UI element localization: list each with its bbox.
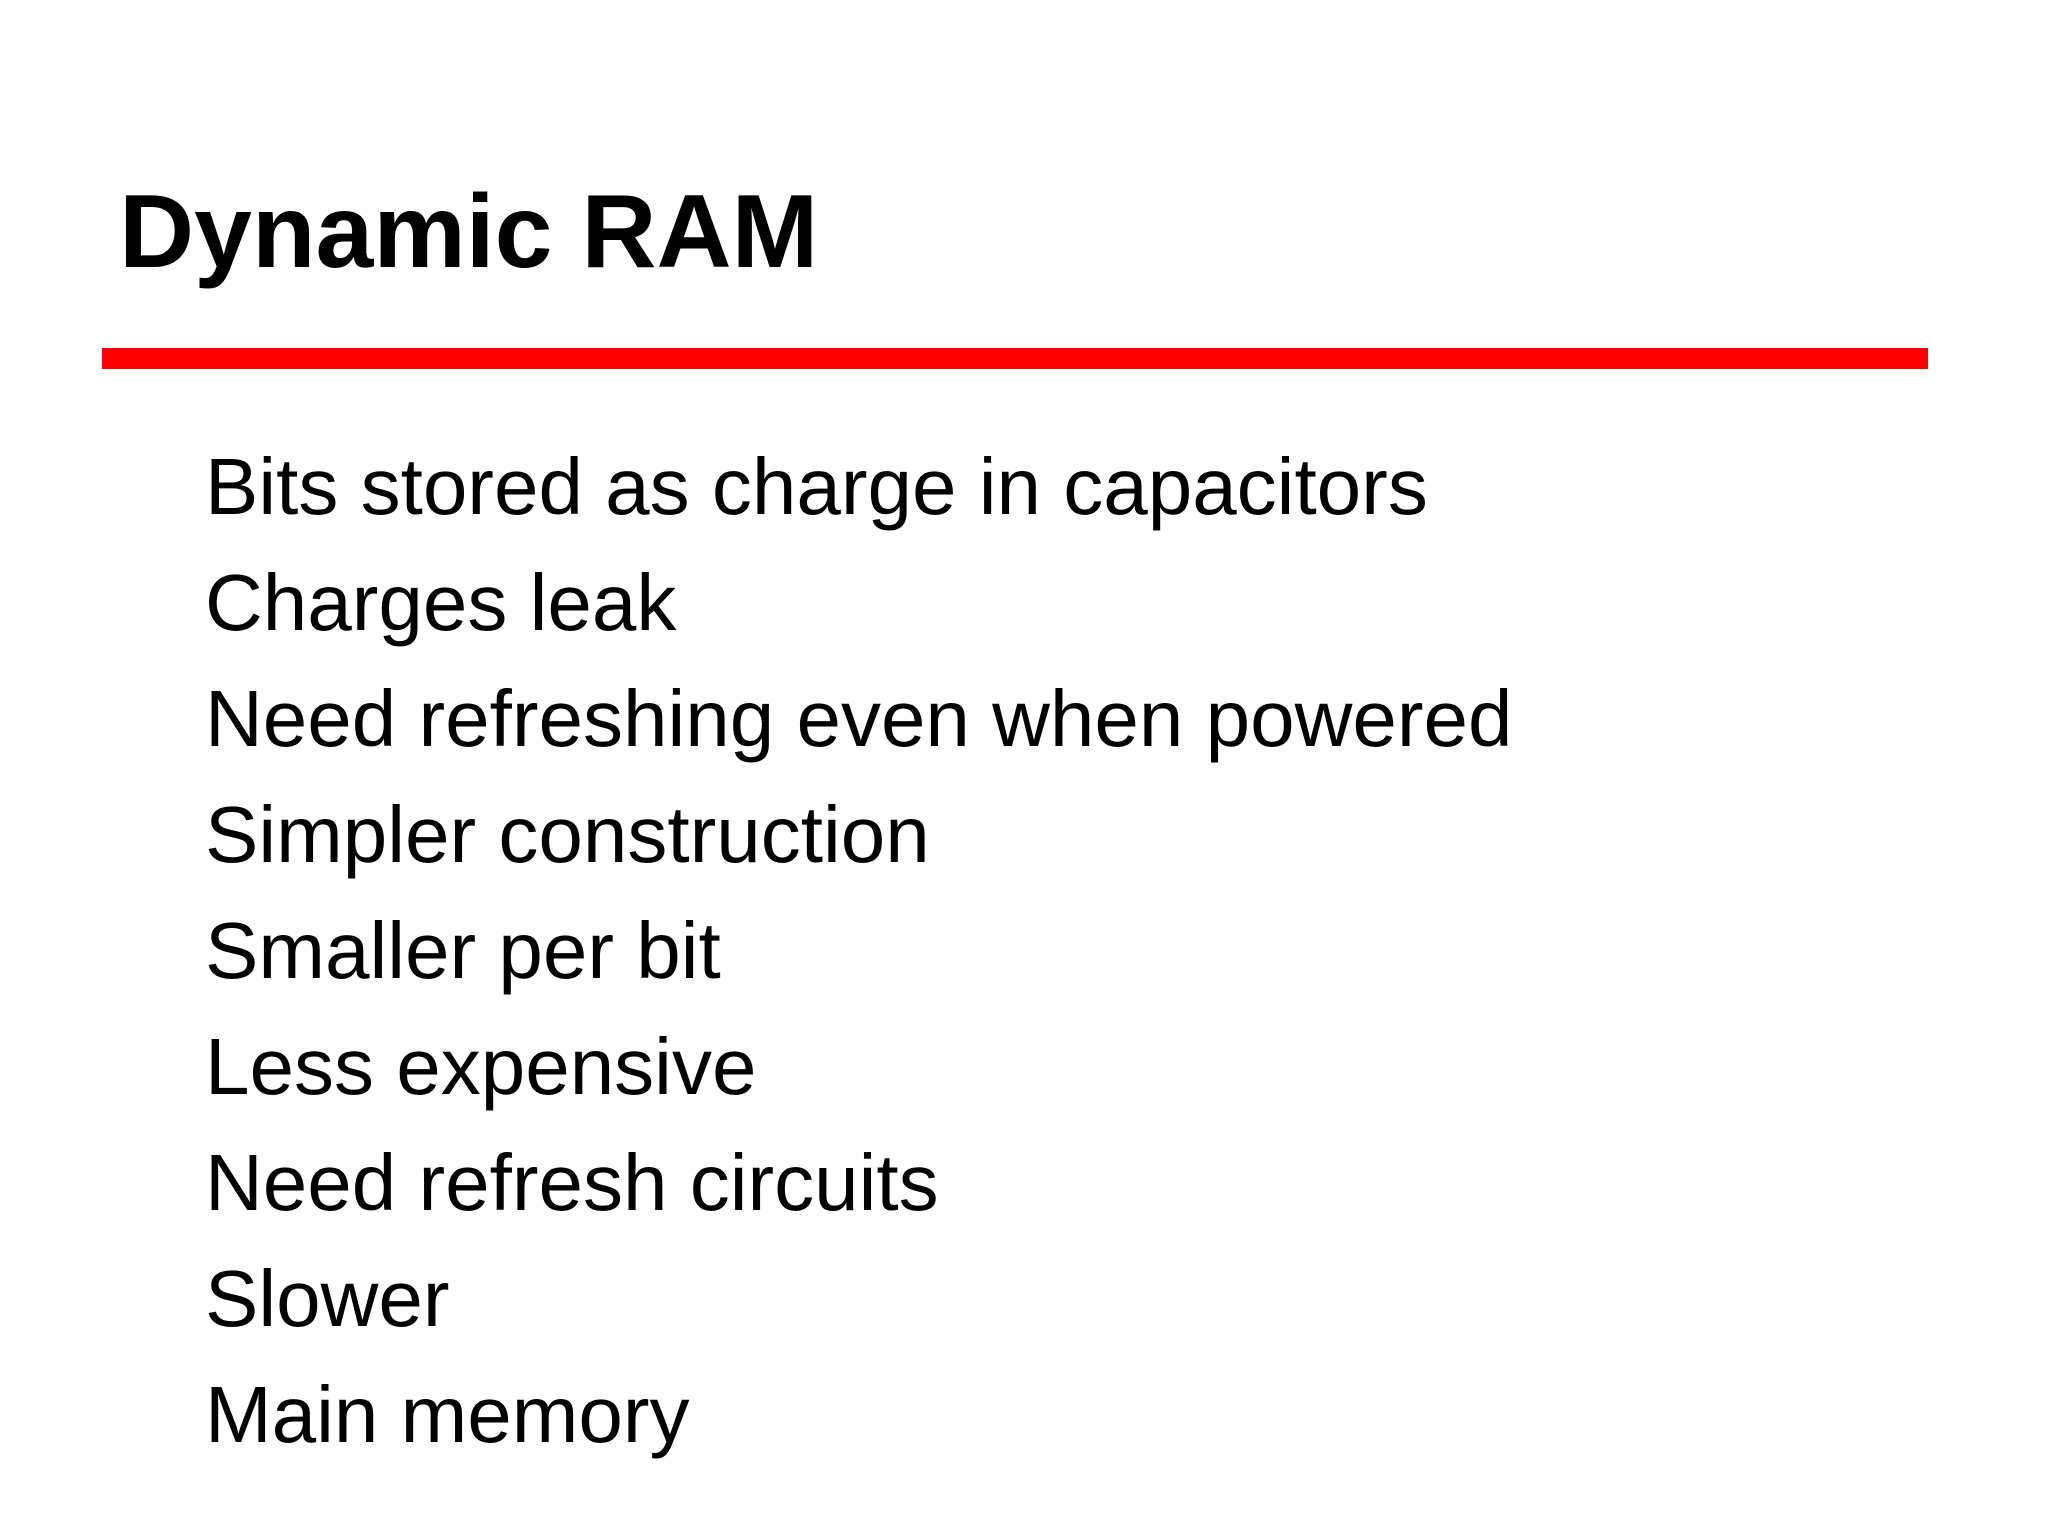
bullet-line: Less expensive bbox=[205, 1022, 757, 1111]
page-title: Dynamic RAM bbox=[119, 174, 819, 290]
title-underline-rule bbox=[102, 348, 1928, 369]
bullet-line: Need refreshing even when powered bbox=[205, 674, 1513, 763]
bullet-line: Bits stored as charge in capacitors bbox=[205, 442, 1428, 531]
bullet-line: Simpler construction bbox=[205, 790, 930, 879]
bullet-line: Charges leak bbox=[205, 558, 677, 647]
bullet-list: Bits stored as charge in capacitors Char… bbox=[205, 429, 1905, 1473]
bullet-line: Smaller per bit bbox=[205, 906, 721, 995]
bullet-line: Need refresh circuits bbox=[205, 1138, 939, 1227]
bullet-line: Slower bbox=[205, 1254, 450, 1343]
bullet-line: Main memory bbox=[205, 1370, 690, 1459]
